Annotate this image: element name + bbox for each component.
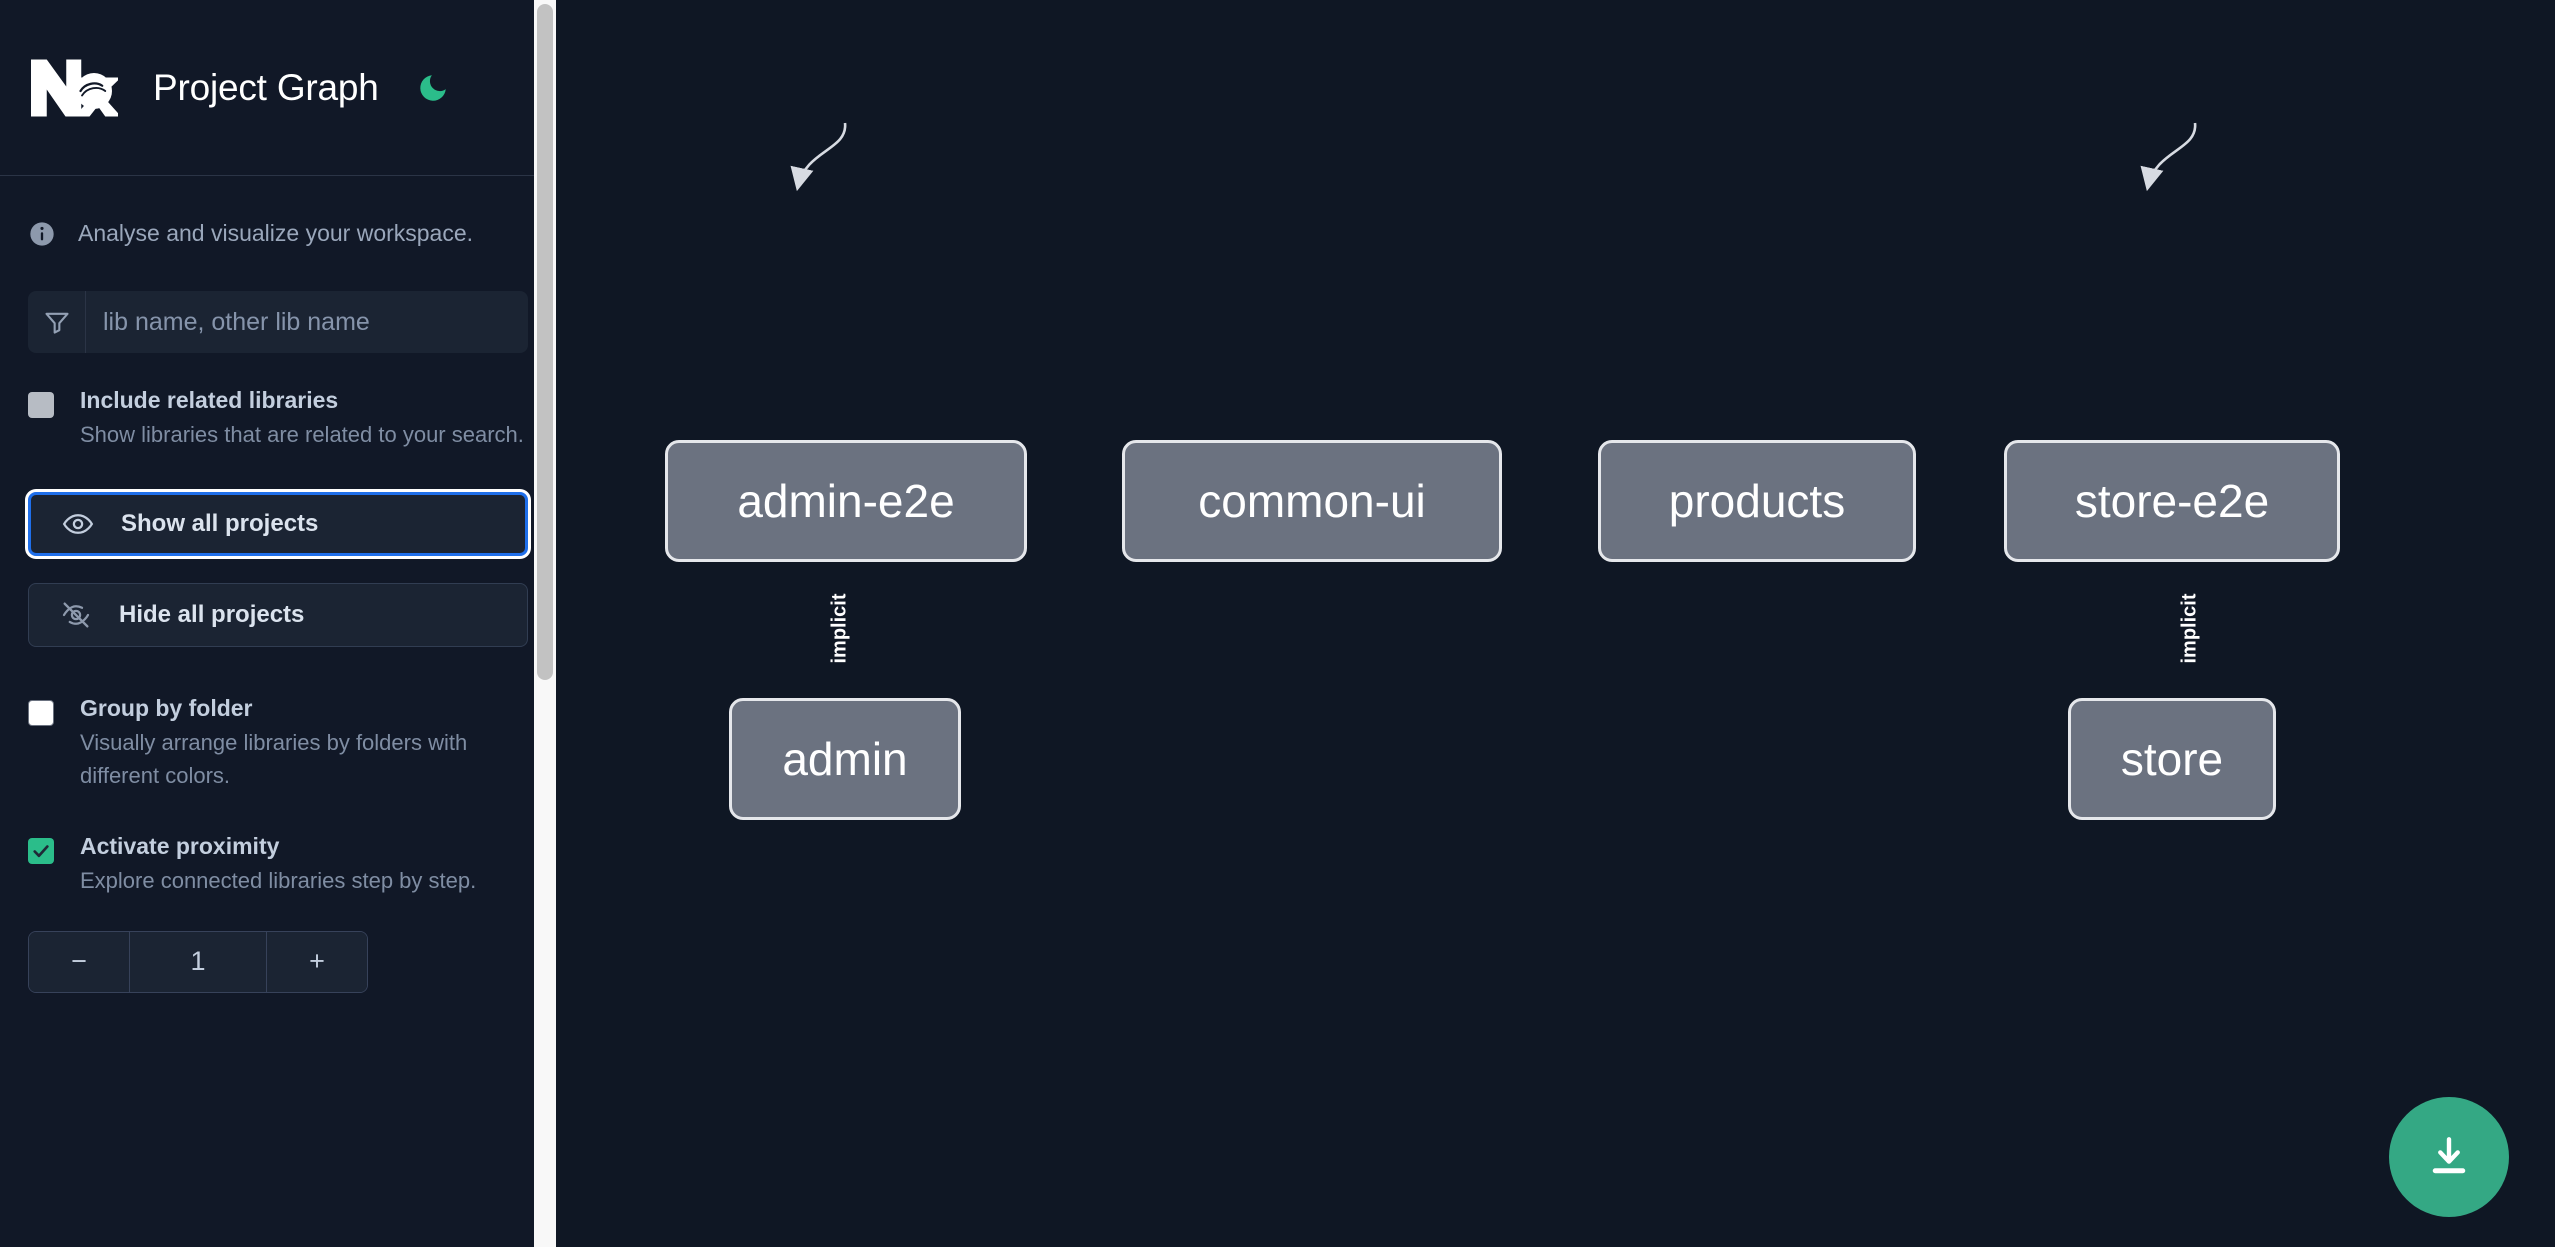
- show-all-projects-button[interactable]: Show all projects: [28, 491, 528, 556]
- graph-nodes: admin-e2e common-ui products store-e2e a…: [556, 0, 2555, 1247]
- option-activate-proximity[interactable]: Activate proximity Explore connected lib…: [0, 832, 556, 898]
- graph-canvas[interactable]: admin-e2e common-ui products store-e2e a…: [556, 0, 2555, 1247]
- option-title: Group by folder: [80, 694, 253, 721]
- option-group-by-folder[interactable]: Group by folder Visually arrange librari…: [0, 694, 556, 793]
- edge-path: [2140, 122, 2197, 192]
- edge-label-store-e2e-to-store: implicit: [2178, 593, 2201, 664]
- search-input[interactable]: [86, 291, 528, 353]
- graph-node-admin[interactable]: admin: [729, 698, 961, 820]
- include-related-libraries-checkbox[interactable]: [28, 392, 54, 418]
- graph-node-store-e2e[interactable]: store-e2e: [2004, 440, 2340, 562]
- hide-all-projects-label: Hide all projects: [119, 600, 305, 628]
- hide-all-projects-button[interactable]: Hide all projects: [28, 582, 528, 647]
- show-all-projects-label: Show all projects: [121, 509, 319, 537]
- sidebar: Project Graph Analyse and visualize yo: [0, 0, 556, 1247]
- graph-edges: [790, 122, 2197, 192]
- option-description: Show libraries that are related to your …: [80, 422, 524, 448]
- sidebar-scrollbar-thumb[interactable]: [537, 4, 553, 680]
- edge-path: [790, 122, 847, 192]
- proximity-increment-button[interactable]: +: [267, 931, 367, 992]
- option-title: Activate proximity: [80, 832, 280, 859]
- page-title: Project Graph: [153, 66, 379, 108]
- edge-label-admin-e2e-to-admin: implicit: [828, 593, 851, 664]
- graph-node-common-ui[interactable]: common-ui: [1122, 440, 1502, 562]
- nx-logo-icon: [28, 55, 118, 121]
- eye-icon: [62, 508, 94, 540]
- option-include-related-libraries[interactable]: Include related libraries Show libraries…: [0, 386, 556, 452]
- download-icon: [2424, 1132, 2474, 1182]
- filter-icon: [28, 291, 86, 353]
- download-button[interactable]: [2389, 1097, 2509, 1217]
- workspace-info-text: Analyse and visualize your workspace.: [78, 220, 474, 246]
- search-bar: [28, 291, 528, 353]
- group-by-folder-checkbox[interactable]: [28, 699, 54, 726]
- eye-off-icon: [60, 599, 92, 631]
- proximity-decrement-button[interactable]: −: [29, 931, 129, 992]
- moon-icon[interactable]: [411, 66, 455, 110]
- sidebar-scrollbar[interactable]: [534, 0, 556, 1247]
- sidebar-header: Project Graph: [0, 0, 556, 176]
- info-icon: [28, 220, 56, 248]
- proximity-value: 1: [129, 931, 267, 992]
- proximity-stepper: − 1 +: [0, 930, 556, 993]
- graph-node-admin-e2e[interactable]: admin-e2e: [665, 440, 1027, 562]
- option-description: Explore connected libraries step by step…: [80, 867, 477, 893]
- workspace-info: Analyse and visualize your workspace.: [0, 176, 556, 291]
- option-title: Include related libraries: [80, 387, 339, 413]
- graph-node-products[interactable]: products: [1598, 440, 1916, 562]
- activate-proximity-checkbox[interactable]: [28, 837, 54, 864]
- graph-node-store[interactable]: store: [2068, 698, 2276, 820]
- option-description: Visually arrange libraries by folders wi…: [80, 730, 468, 788]
